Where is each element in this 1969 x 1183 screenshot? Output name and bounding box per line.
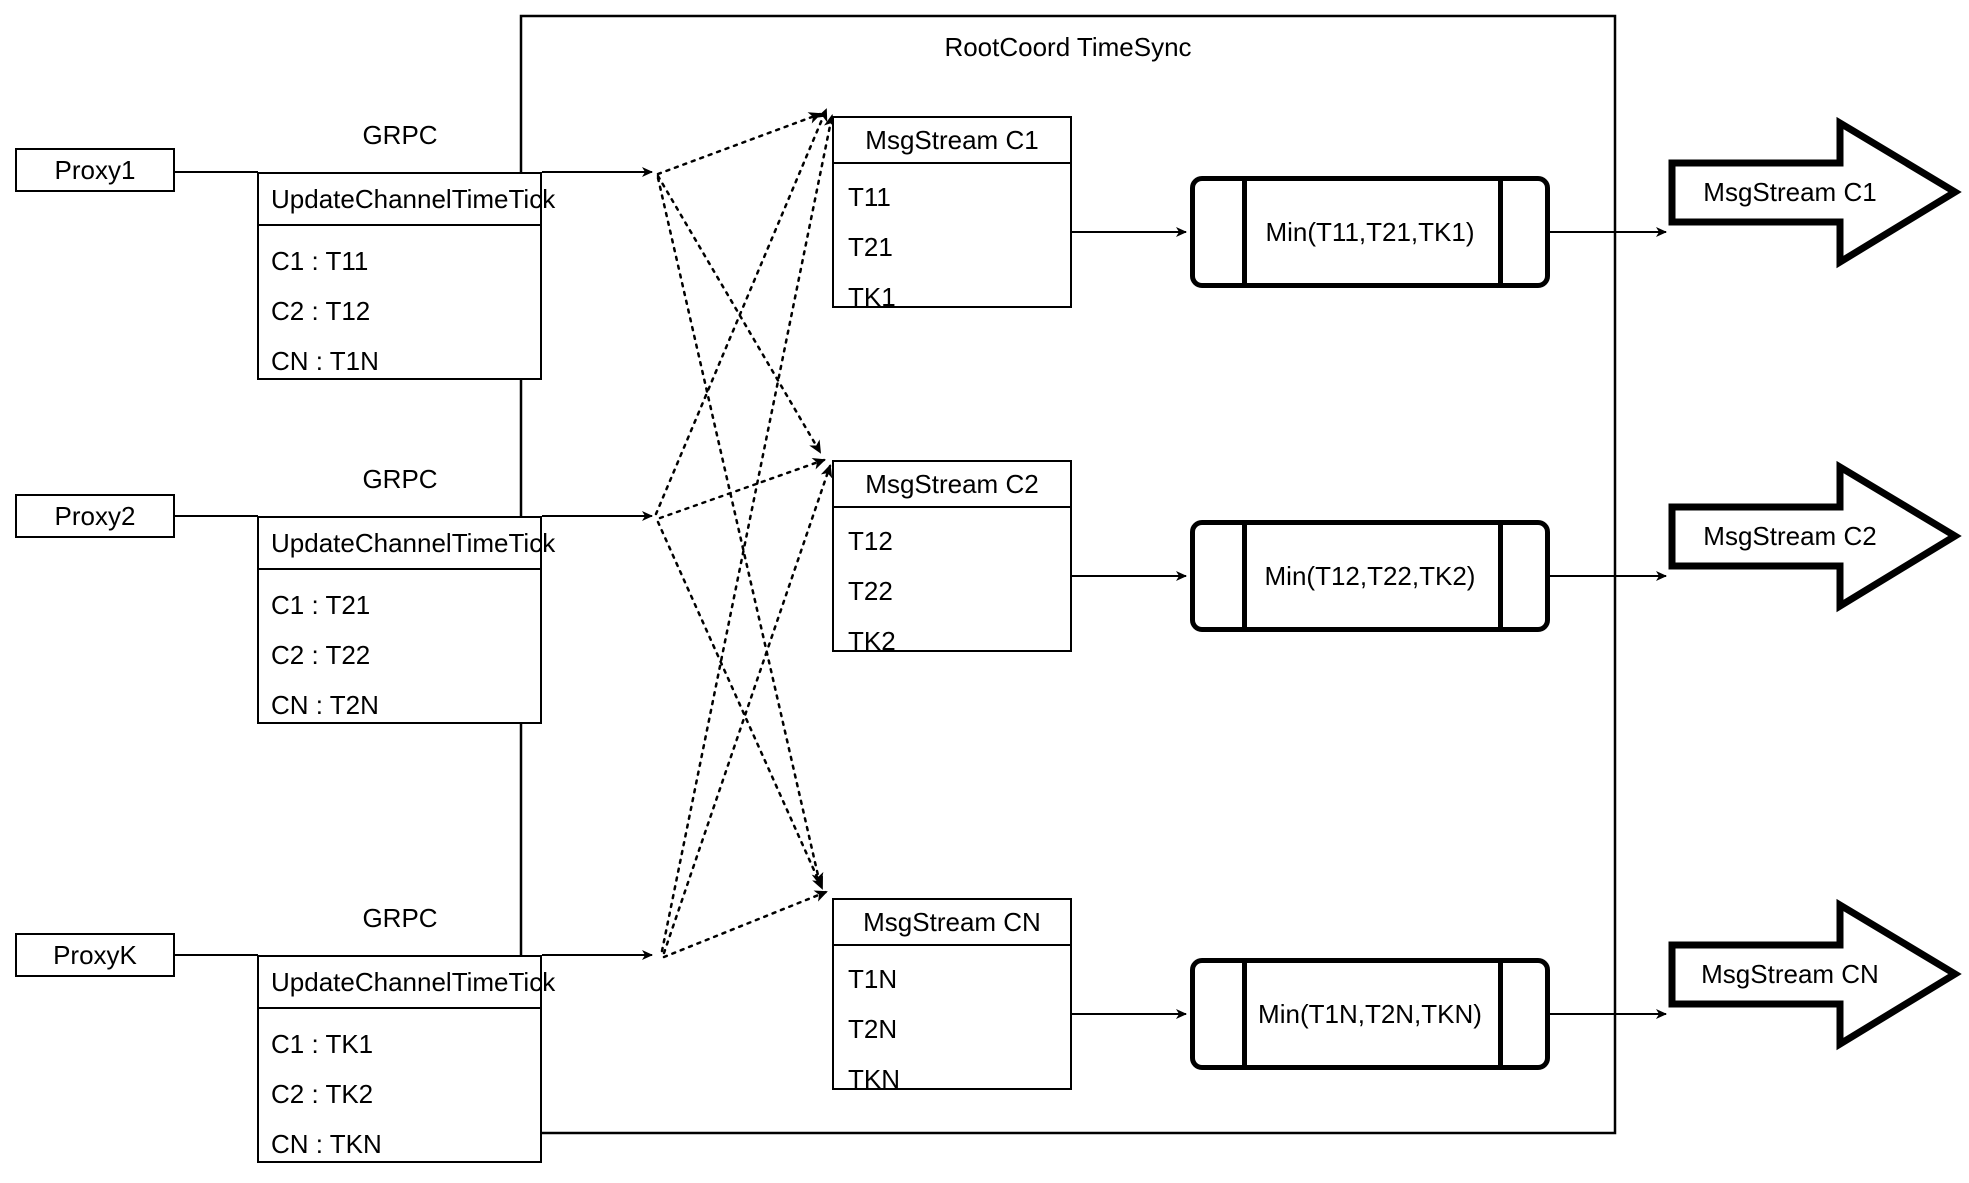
output-msgstream-label-2: MsgStream C2: [1703, 521, 1877, 551]
proxy-box-2[interactable]: Proxy2: [15, 494, 175, 538]
tick-entry: C2 : T12: [271, 295, 371, 326]
process-right-bar: [1498, 525, 1503, 627]
grpc-label-1: GRPC: [362, 120, 438, 150]
tick-entry: CN : T2N: [271, 689, 379, 720]
min-process-label-1: Min(T11,T21,TK1): [1265, 216, 1475, 247]
grpc-label-3: GRPC: [362, 903, 438, 933]
msgstream-title-1: MsgStream C1: [834, 118, 1070, 164]
tick-entry: C1 : T11: [271, 245, 369, 276]
tick-entry: C1 : T21: [271, 589, 371, 620]
tick-entry: C2 : T22: [271, 639, 371, 670]
msgstream-tick: TK2: [848, 625, 896, 656]
min-process-1: Min(T11,T21,TK1): [1190, 176, 1550, 288]
tick-entry: C2 : TK2: [271, 1078, 374, 1109]
update-channel-timetick-box-1: UpdateChannelTimeTick C1 : T11 C2 : T12 …: [257, 172, 555, 380]
process-left-bar: [1242, 181, 1247, 283]
tick-box-title-3: UpdateChannelTimeTick: [259, 957, 555, 1009]
msgstream-box-3: MsgStream CN T1N T2N TKN: [832, 898, 1072, 1094]
msgstream-title-3: MsgStream CN: [834, 900, 1070, 946]
update-channel-timetick-box-2: UpdateChannelTimeTick C1 : T21 C2 : T22 …: [257, 516, 555, 724]
update-channel-timetick-box-3: UpdateChannelTimeTick C1 : TK1 C2 : TK2 …: [257, 955, 555, 1163]
msgstream-box-1: MsgStream C1 T11 T21 TK1: [832, 116, 1072, 312]
container-title: RootCoord TimeSync: [944, 32, 1192, 62]
output-msgstream-arrow-2: MsgStream C2: [1672, 507, 1955, 566]
min-process-3: Min(T1N,T2N,TKN): [1190, 958, 1550, 1070]
process-left-bar: [1242, 525, 1247, 627]
msgstream-tick: T12: [848, 525, 893, 556]
tick-box-body-1: C1 : T11 C2 : T12 CN : T1N: [259, 226, 540, 386]
msgstream-body-2: T12 T22 TK2: [834, 508, 1070, 666]
tick-entry: CN : TKN: [271, 1128, 382, 1159]
tick-entry: CN : T1N: [271, 345, 379, 376]
msgstream-tick: T1N: [848, 963, 898, 994]
msgstream-tick: TKN: [848, 1063, 900, 1094]
msgstream-tick: T11: [848, 181, 891, 212]
min-process-2: Min(T12,T22,TK2): [1190, 520, 1550, 632]
msgstream-tick: TK1: [848, 281, 896, 312]
min-process-label-2: Min(T12,T22,TK2): [1264, 560, 1476, 591]
msgstream-tick: T21: [848, 231, 893, 262]
process-right-bar: [1498, 963, 1503, 1065]
tick-box-title-1: UpdateChannelTimeTick: [259, 174, 555, 226]
msgstream-tick: T2N: [848, 1013, 898, 1044]
msgstream-title-2: MsgStream C2: [834, 462, 1070, 508]
proxy-box-1[interactable]: Proxy1: [15, 148, 175, 192]
output-msgstream-label-1: MsgStream C1: [1703, 177, 1877, 207]
proxy-box-3[interactable]: ProxyK: [15, 933, 175, 977]
tick-box-title-2: UpdateChannelTimeTick: [259, 518, 555, 570]
tick-entry: C1 : TK1: [271, 1028, 374, 1059]
output-msgstream-arrow-1: MsgStream C1: [1672, 163, 1955, 222]
tick-box-body-3: C1 : TK1 C2 : TK2 CN : TKN: [259, 1009, 540, 1169]
msgstream-body-3: T1N T2N TKN: [834, 946, 1070, 1104]
min-process-label-3: Min(T1N,T2N,TKN): [1258, 998, 1482, 1029]
process-left-bar: [1242, 963, 1247, 1065]
output-msgstream-arrow-3: MsgStream CN: [1672, 945, 1955, 1004]
process-right-bar: [1498, 181, 1503, 283]
output-msgstream-label-3: MsgStream CN: [1701, 959, 1879, 989]
msgstream-box-2: MsgStream C2 T12 T22 TK2: [832, 460, 1072, 656]
grpc-label-2: GRPC: [362, 464, 438, 494]
msgstream-body-1: T11 T21 TK1: [834, 164, 1070, 322]
tick-box-body-2: C1 : T21 C2 : T22 CN : T2N: [259, 570, 540, 730]
msgstream-tick: T22: [848, 575, 893, 606]
